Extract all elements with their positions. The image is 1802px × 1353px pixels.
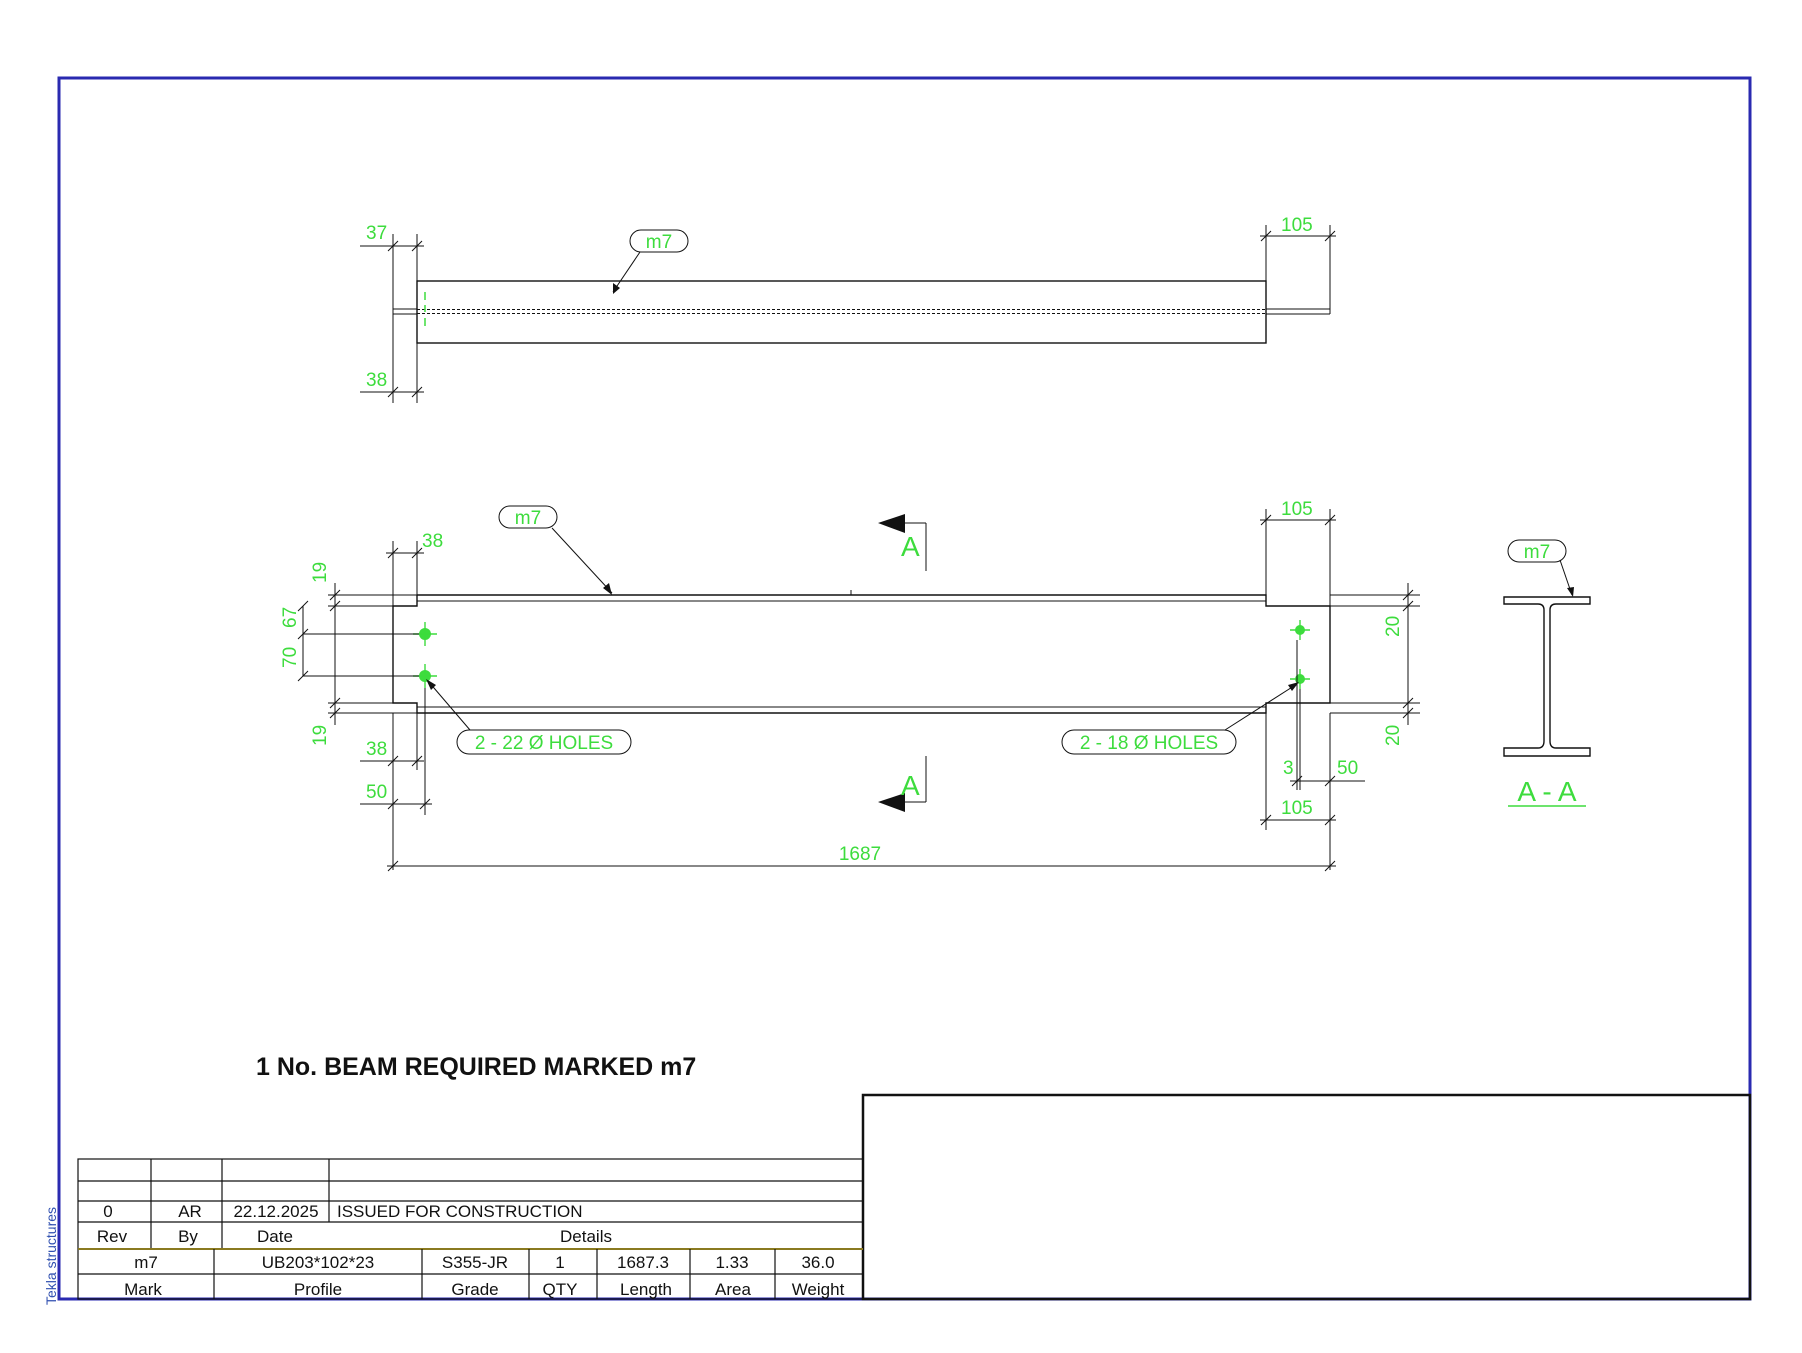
length-value: 1687.3 — [617, 1253, 669, 1272]
grade-header: Grade — [451, 1280, 498, 1299]
front-view-dim-20-bottom: 20 — [1383, 725, 1404, 746]
details-header: Details — [560, 1227, 612, 1246]
top-view-dim-105: 105 — [1281, 215, 1313, 236]
top-view-dim-37: 37 — [366, 223, 387, 244]
front-view-dim-70: 70 — [280, 647, 301, 668]
front-view-beam-outline — [392, 594, 1331, 714]
front-view-dim-50-bottom: 50 — [366, 782, 387, 803]
section-mark-label: m7 — [1524, 542, 1550, 563]
hole-left-bottom — [413, 664, 437, 688]
area-header: Area — [715, 1280, 751, 1299]
section-view: m7 A - A — [1503, 539, 1591, 807]
weight-value: 36.0 — [801, 1253, 834, 1272]
profile-header: Profile — [294, 1280, 342, 1299]
mark-value: m7 — [134, 1253, 158, 1272]
top-view-beam-outline — [416, 280, 1267, 344]
hole-callout-left: 2 - 22 Ø HOLES — [426, 679, 632, 755]
area-value: 1.33 — [715, 1253, 748, 1272]
section-marker-top: A — [878, 514, 927, 571]
date-value: 22.12.2025 — [233, 1202, 318, 1221]
hole-right-top — [1290, 620, 1310, 640]
front-view-dim-38-top: 38 — [422, 531, 443, 552]
front-view-dim-19-top: 19 — [310, 562, 331, 583]
svg-text:A: A — [901, 531, 920, 562]
top-view-mark-label: m7 — [646, 232, 672, 253]
svg-text:2 - 18 Ø HOLES: 2 - 18 Ø HOLES — [1080, 733, 1218, 754]
front-view-dim-105-top: 105 — [1281, 499, 1313, 520]
hole-callout-right: 2 - 18 Ø HOLES — [1061, 682, 1299, 755]
details-value: ISSUED FOR CONSTRUCTION — [337, 1202, 583, 1221]
front-view-dim-50-right: 50 — [1337, 758, 1358, 779]
by-value: AR — [178, 1202, 202, 1221]
front-view-dim-3: 3 — [1283, 758, 1294, 779]
section-marker-bottom: A — [878, 756, 927, 812]
revision-table: 0 AR 22.12.2025 ISSUED FOR CONSTRUCTION … — [77, 1158, 864, 1300]
front-view-mark-bubble — [498, 505, 558, 529]
front-view-dim-67: 67 — [280, 607, 301, 628]
section-profile — [1503, 596, 1591, 757]
length-header: Length — [620, 1280, 672, 1299]
top-view-dim-38: 38 — [366, 370, 387, 391]
mark-header: Mark — [124, 1280, 162, 1299]
top-view: 37 38 105 m7 — [360, 215, 1336, 403]
front-view-mark-label: m7 — [515, 508, 541, 529]
grade-value: S355-JR — [442, 1253, 508, 1272]
qty-value: 1 — [555, 1253, 564, 1272]
front-view-dim-105-bottom: 105 — [1281, 798, 1313, 819]
front-view-overall-length: 1687 — [839, 844, 881, 865]
front-view: m7 A A 38 — [280, 499, 1420, 872]
date-header: Date — [257, 1227, 293, 1246]
front-view-dim-38-bottom: 38 — [366, 739, 387, 760]
part-table: m7 UB203*102*23 S355-JR 1 1687.3 1.33 36… — [78, 1249, 863, 1299]
quantity-note: 1 No. BEAM REQUIRED MARKED m7 — [256, 1053, 696, 1081]
title-block — [861, 1093, 1752, 1301]
qty-header: QTY — [543, 1280, 578, 1299]
front-view-dim-19-bottom: 19 — [310, 725, 331, 746]
rev-value: 0 — [103, 1202, 112, 1221]
weight-header: Weight — [792, 1280, 845, 1299]
svg-text:2 - 22 Ø HOLES: 2 - 22 Ø HOLES — [475, 733, 613, 754]
by-header: By — [178, 1227, 198, 1246]
sheet-border — [57, 76, 1752, 1301]
section-title: A - A — [1517, 776, 1576, 807]
top-view-mark-bubble — [629, 229, 689, 253]
rev-header: Rev — [97, 1227, 128, 1246]
profile-value: UB203*102*23 — [262, 1253, 374, 1272]
svg-text:A: A — [901, 770, 920, 801]
software-label: Tekla structures — [43, 1207, 59, 1305]
front-view-dim-20-top: 20 — [1383, 616, 1404, 637]
section-mark-bubble — [1507, 539, 1567, 563]
